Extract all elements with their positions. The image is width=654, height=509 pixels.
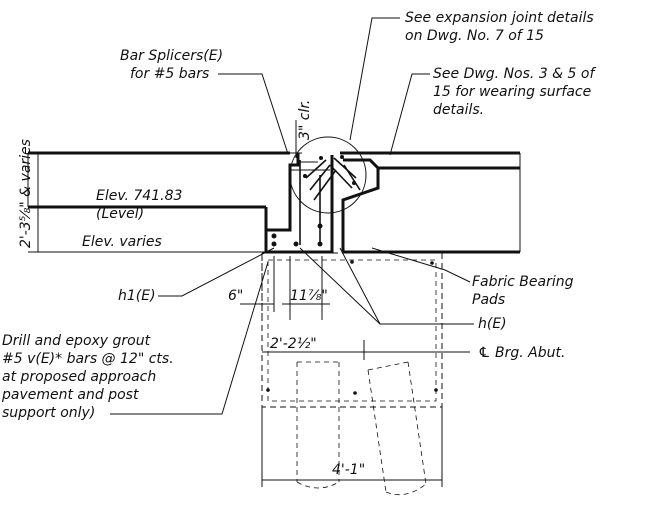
joint-reinforcement	[299, 155, 361, 245]
footing-bars	[266, 260, 438, 395]
four-one-label: 4'-1"	[332, 462, 365, 478]
wearing-surface-leader	[389, 73, 430, 156]
wearing-surface-note-line1: See Dwg. Nos. 3 & 5 of	[433, 66, 596, 82]
clear-cover-label: 3" clr.	[297, 100, 313, 140]
drill-note-line5: support only)	[2, 405, 95, 421]
height-dimension	[28, 152, 266, 253]
bar-splicers-note-line2: for #5 bars	[130, 66, 209, 82]
expansion-joint-detail-circle	[289, 136, 367, 214]
h1-leader	[158, 247, 275, 297]
four-one-dimension	[261, 407, 443, 487]
fabric-pads-leader	[371, 247, 471, 283]
fabric-pads-line1: Fabric Bearing	[472, 274, 574, 290]
expansion-joint-note-line1: See expansion joint details	[405, 10, 594, 26]
h-label: h(E)	[478, 316, 507, 332]
bar-splicers-note-line1: Bar Splicers(E)	[120, 48, 223, 64]
wearing-surface-note-line2: 15 for wearing surface	[433, 84, 591, 100]
drill-note-leader	[110, 261, 269, 415]
drill-note-line1: Drill and epoxy grout	[2, 333, 151, 349]
six-inch-label: 6"	[228, 288, 243, 304]
deck-slab-right	[340, 151, 521, 254]
elev-level-line1: Elev. 741.83	[96, 188, 182, 204]
h1-label: h1(E)	[118, 288, 156, 304]
elev-varies-label: Elev. varies	[82, 234, 162, 250]
two-two-label: 2'-2½"	[270, 336, 317, 352]
fabric-pads-line2: Pads	[472, 292, 505, 308]
backwall-bars	[271, 223, 323, 247]
elev-level-line2: (Level)	[96, 206, 144, 222]
abutment-backwall	[264, 153, 334, 254]
expansion-joint-leader	[349, 17, 400, 141]
clear-cover-dimension	[290, 120, 302, 158]
pile-right	[367, 361, 427, 496]
bar-splicers-leader	[218, 73, 289, 155]
proposed-footing-dashed	[261, 252, 443, 408]
six-inch-dimension	[240, 256, 275, 312]
drill-note-line2: #5 v(E)* bars @ 12" cts.	[2, 351, 174, 367]
brg-abut-label: ℄ Brg. Abut.	[478, 345, 565, 361]
eleven-label: 11⅞"	[290, 288, 328, 304]
h-leader	[339, 247, 474, 325]
two-two-dimension	[262, 340, 370, 360]
wearing-surface-note-line3: details.	[433, 102, 484, 118]
height-dimension-label: 2'-3⅝" & varies	[18, 139, 34, 248]
drill-note-line4: pavement and post	[1, 387, 139, 403]
pile-left	[296, 361, 340, 489]
expansion-joint-note-line2: on Dwg. No. 7 of 15	[405, 28, 544, 44]
approach-slab-left	[27, 151, 290, 209]
drill-note-line3: at proposed approach	[2, 369, 156, 385]
eleven-dimension	[282, 256, 330, 320]
